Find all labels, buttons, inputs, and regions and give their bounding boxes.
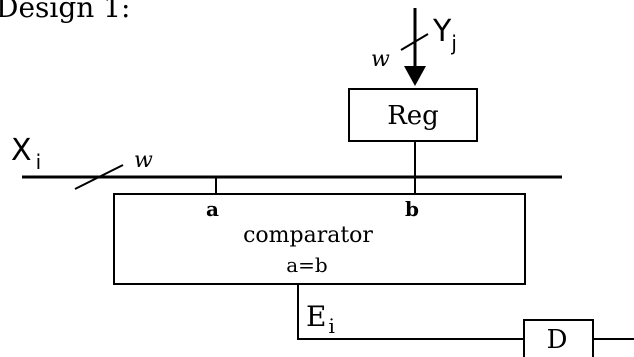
y-width-label: w — [371, 47, 390, 72]
comparator-block — [113, 193, 526, 285]
y-input-subscript: j — [450, 31, 457, 55]
x-input-name: X — [11, 133, 32, 168]
y-input-arrowhead — [404, 66, 426, 86]
y-bus-width-slash — [400, 33, 429, 51]
x-width-label: w — [134, 148, 153, 173]
comparator-function: a=b — [286, 253, 327, 277]
x-bus-width-slash — [74, 164, 124, 190]
output-name: E — [306, 300, 326, 333]
comparator-port-a: a — [206, 197, 219, 221]
header-fragment: Design 1: — [0, 0, 130, 24]
register-block — [348, 88, 478, 142]
comparator-port-b: b — [405, 197, 419, 221]
comparator-title: comparator — [243, 223, 373, 248]
y-input-label: Yj — [432, 14, 457, 55]
x-input-subscript: i — [36, 150, 42, 174]
output-subscript: i — [328, 314, 334, 338]
y-input-name: Y — [432, 14, 452, 49]
register-label: Reg — [387, 101, 439, 131]
delay-label: D — [547, 325, 568, 355]
